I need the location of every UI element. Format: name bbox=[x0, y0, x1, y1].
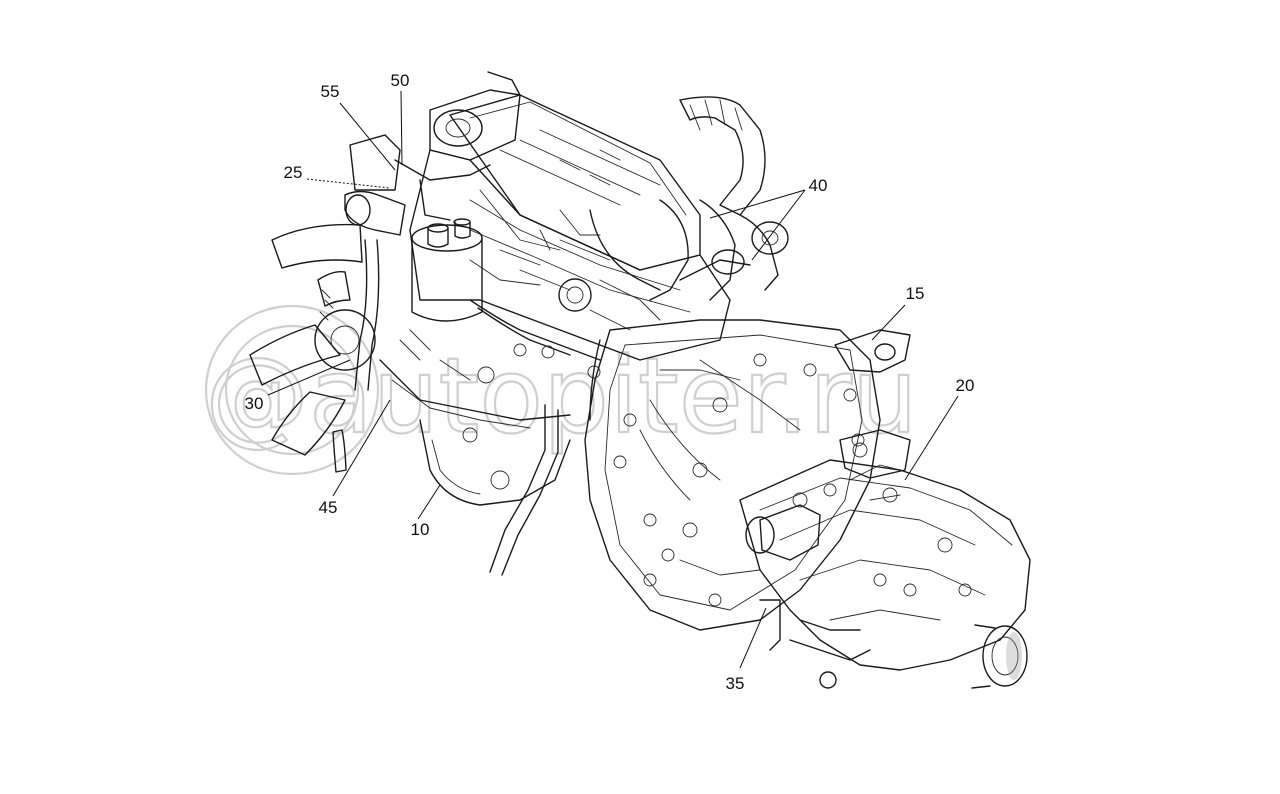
callout-40: 40 bbox=[709, 176, 828, 261]
watermark: @autopiter.ru bbox=[204, 304, 919, 476]
callout-35: 35 bbox=[726, 607, 767, 693]
svg-text:35: 35 bbox=[726, 674, 745, 693]
callout-50: 50 bbox=[391, 71, 410, 166]
engine-block bbox=[409, 71, 789, 361]
callout-25: 25 bbox=[284, 163, 391, 189]
air-intake bbox=[344, 134, 491, 236]
svg-text:55: 55 bbox=[321, 82, 340, 101]
cooling-fan bbox=[249, 223, 376, 473]
svg-text:20: 20 bbox=[956, 376, 975, 395]
watermark-text: @autopiter.ru bbox=[205, 335, 918, 457]
callout-10: 10 bbox=[411, 484, 441, 539]
svg-text:15: 15 bbox=[906, 284, 925, 303]
svg-text:50: 50 bbox=[391, 71, 410, 90]
callout-15: 15 bbox=[871, 284, 925, 341]
callout-55: 55 bbox=[321, 82, 396, 171]
svg-text:10: 10 bbox=[411, 520, 430, 539]
svg-text:40: 40 bbox=[809, 176, 828, 195]
svg-text:30: 30 bbox=[245, 394, 264, 413]
wiring-and-pipes bbox=[354, 189, 751, 576]
callout-30: 30 bbox=[245, 359, 351, 413]
callout-45: 45 bbox=[319, 399, 391, 517]
callout-20: 20 bbox=[904, 376, 975, 481]
fuel-filter bbox=[411, 218, 483, 322]
transmission bbox=[584, 319, 1031, 689]
svg-text:25: 25 bbox=[284, 163, 303, 182]
svg-text:45: 45 bbox=[319, 498, 338, 517]
oil-sump bbox=[419, 419, 571, 506]
